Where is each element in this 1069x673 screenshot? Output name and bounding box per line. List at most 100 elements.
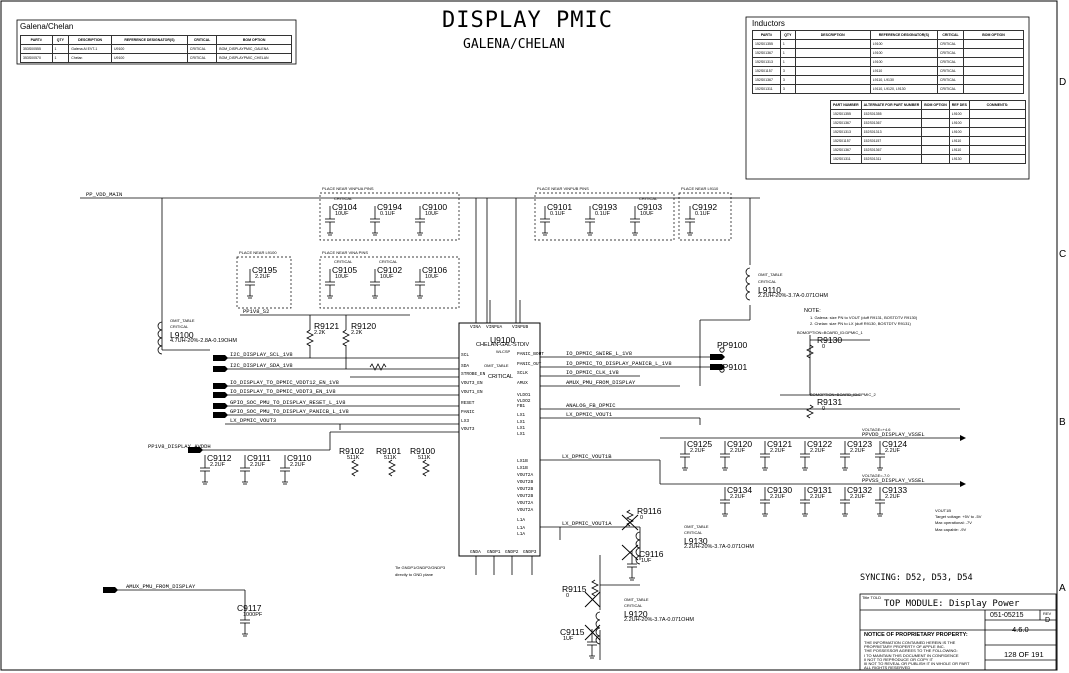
net-i2c-sda: I2C_DISPLAY_SDA_1V8	[230, 362, 293, 369]
r9102-ref: R9102	[339, 446, 365, 456]
cap-c9111-val: 2.2UF	[250, 462, 265, 468]
cell: CRITICAL	[936, 66, 965, 76]
inductors-table: PART# QTY DESCRIPTION REFERENCE DESIGNAT…	[752, 30, 1024, 94]
capacitor-c9104	[325, 206, 335, 236]
page-subtitle: GALENA/CHELAN	[463, 37, 565, 52]
tb-sheet: 128 OF 191	[1004, 650, 1044, 659]
ic-right-pin: VOUT2A	[517, 508, 534, 513]
cap-c9130-val: 2.2UF	[770, 494, 785, 500]
ic-body	[458, 322, 541, 557]
place-note-vina: PLACE NEAR VINA PINS	[322, 250, 369, 255]
cell: 152S01313	[830, 127, 862, 137]
cell: 152S01355	[830, 109, 862, 119]
cell	[794, 39, 871, 49]
cap-c9102-ref: C9102	[377, 265, 403, 275]
cap-c9100-ref: C9100	[422, 202, 448, 212]
tb-module: TOP MODULE: Display Power	[884, 599, 1020, 609]
cell: 353S00570	[20, 53, 53, 63]
resistor-zigzag-9	[369, 363, 387, 371]
inductor-coil-2	[635, 531, 641, 565]
vout-info-3: Max operational: -7V	[935, 520, 972, 525]
ic-pin-gndp3: GNDP3	[523, 550, 537, 555]
cap-c9110-val: 2.2UF	[290, 462, 305, 468]
cap-c9132-val: 2.2UF	[850, 494, 865, 500]
notes-heading: NOTE:	[804, 308, 821, 314]
cell: 3	[779, 84, 796, 94]
l9120-crit: CRITICAL	[624, 603, 643, 608]
capacitor-c9103	[630, 206, 640, 236]
cell: CRITICAL	[936, 57, 965, 67]
cell: L9100	[948, 127, 970, 137]
cell: L9110	[948, 136, 970, 146]
cap-c9193-ref: C9193	[592, 202, 618, 212]
galena-header-ref: REFERENCE DESIGNATOR(S)	[110, 35, 188, 45]
ic-left-pin: LX3	[461, 419, 470, 424]
cell	[963, 57, 1024, 67]
cap-c9101-ref: C9101	[547, 202, 573, 212]
inductors-header: DESCRIPTION	[794, 30, 871, 40]
ic-right-pin: VLDO2	[517, 399, 531, 404]
r9120-val: 2.2K	[351, 330, 363, 336]
capacitor-c9132	[840, 487, 850, 517]
cap-c9104-ref: C9104	[332, 202, 358, 212]
ic-right-pin: L1A	[517, 532, 526, 537]
cell	[794, 75, 871, 85]
tb-notice-5: II NOT TO REPRODUCE OR COPY IT	[864, 657, 934, 662]
cap-c9120-val: 2.2UF	[730, 448, 745, 454]
ic-right-pin: VOUT2B	[517, 494, 534, 499]
r9130-ref: R9130	[817, 335, 843, 345]
tb-notice-1: THE INFORMATION CONTAINED HEREIN IS THE	[864, 640, 956, 645]
ic-left-pin: SCL	[461, 353, 470, 358]
galena-header-qty: QTY	[51, 35, 70, 45]
cap-c9106-ref: C9106	[422, 265, 448, 275]
vout-info-4: Max capable: -9V	[935, 527, 967, 532]
cell	[968, 127, 1027, 137]
cap-c9123-ref: C9123	[847, 439, 873, 449]
cap-c9134-ref: C9134	[727, 485, 753, 495]
inductors-header: REFERENCE DESIGNATOR(S)	[869, 30, 938, 40]
net-reset: GPIO_SOC_PMU_TO_DISPLAY_RESET_L_1V8	[230, 399, 346, 406]
cell: 1	[779, 39, 796, 49]
r9120-ref: R9120	[351, 321, 377, 331]
cell	[968, 136, 1027, 146]
net-iodpmic-swire: IO_DPMIC_SWIRE_L_1V8	[566, 350, 633, 357]
cap-c9131-ref: C9131	[807, 485, 833, 495]
cell	[921, 145, 950, 155]
cell	[921, 109, 950, 119]
cell: CRITICAL	[936, 39, 965, 49]
c9117-ref: C9117	[237, 603, 262, 613]
c9115-ref: C9115	[560, 627, 585, 637]
ic-pkg: WLCSP	[496, 349, 511, 354]
cap-c9103-ref: C9103	[637, 202, 663, 212]
capacitor-c9195	[245, 269, 255, 299]
l9130-crit: CRITICAL	[684, 530, 703, 535]
capacitor-c9124	[875, 441, 885, 471]
cap-c9102-val: 10UF	[380, 274, 394, 280]
net-pp-vss-el: PPVSS_DISPLAY_VSSEL	[862, 477, 925, 484]
tb-notice-6: III NOT TO REVEAL OR PUBLISH IT IN WHOLE…	[864, 661, 970, 666]
cell: 152S01311	[860, 154, 923, 164]
net-amux-bottom: AMUX_PMU_FROM_DISPLAY	[126, 583, 196, 590]
cap-c9195-ref: C9195	[252, 265, 278, 275]
ic-pin-gnda: GNDA	[470, 550, 481, 555]
ic-ref: U9100	[490, 335, 516, 345]
vout-info-1: VOUT1B	[935, 508, 952, 513]
net-pp1v8: PP1V8_S2	[243, 308, 270, 315]
capacitor-c9125	[680, 441, 690, 471]
cap-c9105-ref: C9105	[332, 265, 358, 275]
capacitor-c9134	[720, 487, 730, 517]
galena-header-desc: DESCRIPTION	[68, 35, 112, 45]
cap-c9132-ref: C9132	[847, 485, 873, 495]
ic-left-pin: RESET	[461, 401, 475, 406]
ic-left-pin: STROBE_EN	[461, 372, 486, 377]
cap-c9102-crit: CRITICAL	[379, 259, 398, 264]
net-lx-vout1b: LX_DPMIC_VOUT1B	[562, 453, 612, 460]
inductors-header: PART#	[752, 30, 781, 40]
cell	[921, 118, 950, 128]
cell: CRITICAL	[936, 84, 965, 94]
cell	[968, 154, 1027, 164]
